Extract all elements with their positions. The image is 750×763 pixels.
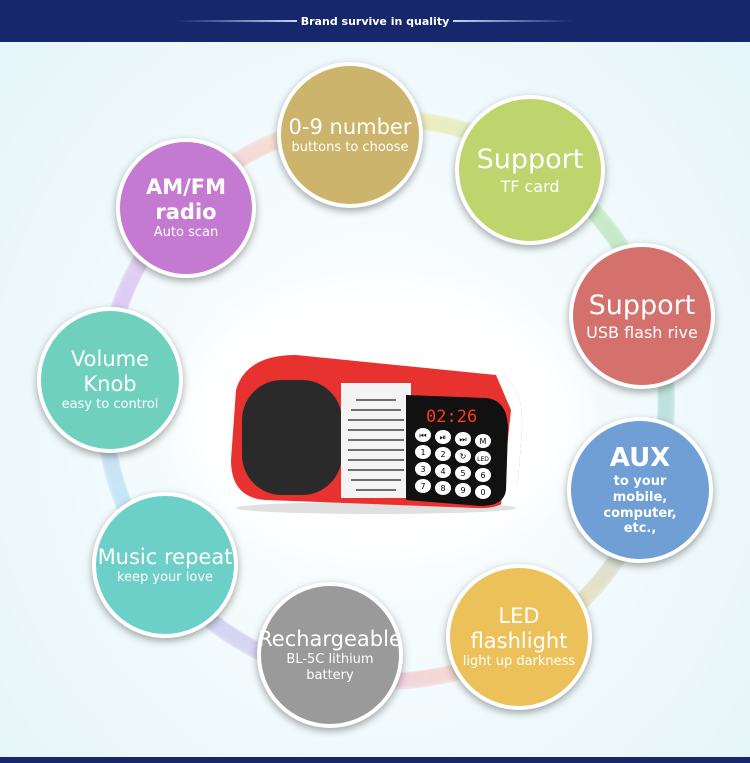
grille-lines xyxy=(348,399,404,491)
keypad-label: ↻ xyxy=(460,452,467,461)
keypad-label: 7 xyxy=(420,482,425,491)
keypad: ⏮ ⏯ ⏭ M 1 2 ↻ LED 3 4 5 6 7 8 9 0 xyxy=(415,428,491,499)
feature-subtitle: easy to control xyxy=(61,397,159,413)
feature-subtitle: Auto scan xyxy=(153,225,219,241)
keypad-button xyxy=(455,432,471,446)
keypad-label: M xyxy=(480,437,487,446)
keypad-label: ⏭ xyxy=(459,435,466,444)
feature-subtitle: keep your love xyxy=(116,569,214,585)
keypad-button xyxy=(475,434,491,448)
feature-title: AUX xyxy=(609,443,671,474)
feature-subtitle: buttons to choose xyxy=(291,139,409,155)
radio-product-image: 02:26 ⏮ ⏯ ⏭ M 1 2 ↻ LED 3 4 5 6 7 8 9 0 xyxy=(231,355,523,514)
keypad-label: ⏮ xyxy=(419,431,426,440)
keypad-button xyxy=(435,447,451,461)
keypad-button xyxy=(435,464,451,478)
feature-subtitle: BL-5C lithium battery xyxy=(286,652,374,683)
keypad-label: 1 xyxy=(420,448,425,457)
header-title: Brand survive in quality xyxy=(300,14,450,28)
keypad-label: ⏯ xyxy=(440,433,446,442)
keypad-button xyxy=(475,468,491,482)
keypad-button xyxy=(435,430,451,444)
keypad-label: 0 xyxy=(480,488,485,497)
divider xyxy=(176,20,297,22)
keypad-label: 5 xyxy=(460,469,465,478)
keypad-button xyxy=(455,449,471,463)
keypad-label: 3 xyxy=(420,465,425,474)
keypad-button xyxy=(415,462,431,476)
keypad-label: 2 xyxy=(440,450,445,459)
feature-title: 0-9 number xyxy=(288,114,412,139)
keypad-button xyxy=(415,445,431,459)
feature-title: Music repeat xyxy=(97,544,233,569)
keypad-label: 8 xyxy=(440,484,445,493)
feature-subtitle: TF card xyxy=(500,176,560,196)
keypad-button xyxy=(475,485,491,499)
keypad-button xyxy=(475,451,491,465)
display-time: 02:26 xyxy=(426,407,477,427)
keypad-button xyxy=(415,428,431,442)
keypad-label: 6 xyxy=(480,471,485,480)
feature-subtitle: light up darkness xyxy=(462,654,576,670)
feature-title: AM/FM radio xyxy=(145,175,227,225)
keypad-button xyxy=(415,479,431,493)
feature-title: Volume Knob xyxy=(70,347,150,397)
keypad-label: 4 xyxy=(440,467,445,476)
feature-subtitle: to your mobile, computer, etc., xyxy=(603,474,677,537)
footer-bar xyxy=(0,757,750,763)
feature-title: Support xyxy=(588,290,696,322)
keypad-button xyxy=(455,466,471,480)
keypad-button xyxy=(435,481,451,495)
keypad-button xyxy=(455,483,471,497)
header-banner: Brand survive in quality xyxy=(0,0,750,42)
feature-title: Rechargeable xyxy=(258,626,402,651)
keypad-label: LED xyxy=(477,456,489,463)
feature-subtitle: USB flash rive xyxy=(586,322,698,342)
divider xyxy=(453,20,574,22)
keypad-label: 9 xyxy=(460,486,465,495)
feature-title: Support xyxy=(476,144,584,176)
feature-title: LED flashlight xyxy=(470,604,568,654)
